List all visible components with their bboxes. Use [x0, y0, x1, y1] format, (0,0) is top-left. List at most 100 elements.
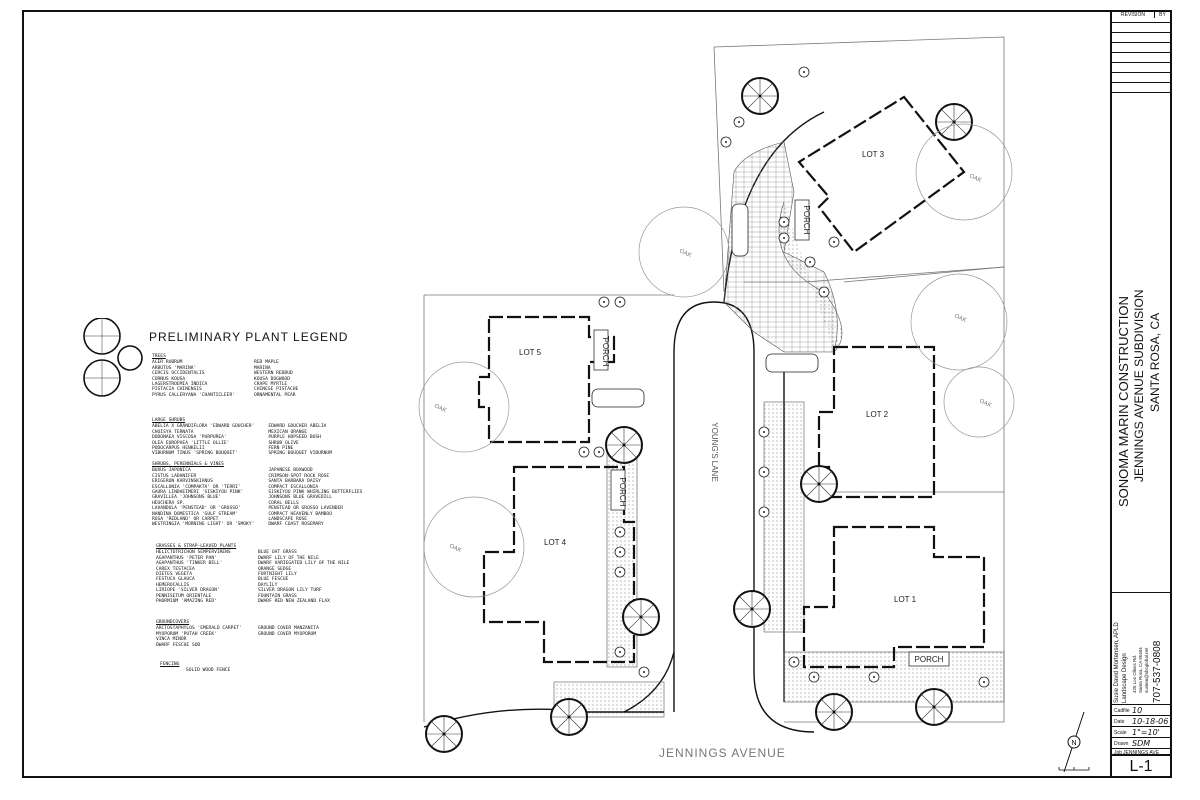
- designer-address2: Santa Rosa, CA 95404: [1138, 647, 1143, 693]
- cars: [591, 203, 819, 408]
- legend-item-common: CRIMSON-SPOT ROCK ROSE: [268, 473, 330, 479]
- info-value: JENNINGS AVE: [1123, 750, 1160, 756]
- revision-row: [1112, 62, 1170, 73]
- legend-item-botanical: CISTUS LADANIFER: [152, 473, 197, 479]
- info-label: Scale: [1114, 729, 1127, 736]
- legend-item-common: DWARF LILY OF THE NILE: [258, 555, 319, 561]
- legend-item-common: COMPACT ESCALLONIA: [268, 484, 319, 490]
- legend-item-botanical: PISTACIA CHINENSIS: [152, 387, 202, 393]
- legend-item-common: DAYLILY: [258, 582, 278, 588]
- legend-item-botanical: LAGERSTROEMIA INDICA: [152, 382, 208, 388]
- designer-address1: 425 Los Olivos Rd.: [1132, 654, 1137, 693]
- info-value: 1"=10': [1132, 728, 1160, 737]
- legend-item-common: BLUE FESCUE: [258, 577, 289, 583]
- revision-row: [1112, 52, 1170, 63]
- legend-item-common: CRAPE MYRTLE: [254, 382, 288, 388]
- lot-label-3: LOT 3: [862, 150, 885, 159]
- drawing-sheet: PORCH PORCH PORCH PORCH LOT 5 LOT 4 LOT …: [22, 10, 1172, 778]
- legend-item-botanical: CERCIS OCCIDENTALIS: [152, 371, 205, 377]
- legend-item-common: MEXICAN ORANGE: [268, 429, 308, 435]
- legend-title: PRELIMINARY PLANT LEGEND: [149, 330, 349, 344]
- info-label: Drawn: [1114, 740, 1129, 747]
- legend-item-botanical: HEMEROCALLIS: [156, 582, 190, 588]
- legend-item-common: SISKIYOU PINK WHIRLING BUTTERFLIES: [268, 490, 363, 496]
- legend-item-common: SILVER DRAGON LILY TURF: [258, 588, 322, 594]
- legend-item-botanical: PODOCARPUS HENKELII: [152, 446, 205, 452]
- legend-item-botanical: PENNISETUM ORIENTALE: [156, 593, 212, 599]
- lot-label-2: LOT 2: [866, 410, 889, 419]
- lot-label-5: LOT 5: [519, 348, 542, 357]
- legend-item-botanical: CORNUS KOUSA: [152, 376, 186, 382]
- legend-item-common: RED MAPLE: [254, 360, 279, 366]
- legend-item-botanical: OLEA EUROPAEA 'LITTLE OLLIE': [152, 440, 230, 446]
- info-label: Cadfile: [1114, 707, 1130, 714]
- legend-item-botanical: AGAPANTHUS 'TINKER BELL': [156, 561, 223, 567]
- title-block: REVISION BY SONOMA MARIN CONSTRUCTION JE…: [1110, 12, 1170, 778]
- by-header: BY: [1159, 12, 1166, 18]
- info-cadfile: Cadfile 10: [1112, 704, 1170, 716]
- legend-grasses: GRASSES & STRAP-LEAVED PLANTS HELICTOTRI…: [156, 544, 349, 604]
- legend-section-header: GROUNDCOVERS: [156, 620, 190, 625]
- revision-row: [1112, 42, 1170, 53]
- north-arrow: N: [1063, 711, 1085, 773]
- scale-bar: [1058, 767, 1090, 771]
- oak-label: OAK: [953, 313, 967, 324]
- legend-item-common: LANDSCAPE ROSE: [268, 517, 308, 523]
- legend-item-common: MARINA: [254, 365, 271, 371]
- oak-label: OAK: [678, 248, 692, 259]
- legend-item-botanical: GRAVILLEA 'JOHNSONS BLUE': [152, 495, 222, 501]
- legend-item-botanical: PYRUS CALLERYANA 'CHANTICLEER': [152, 392, 235, 398]
- legend-item-common: FOUNTAIN GRASS: [258, 593, 297, 599]
- legend-item-botanical: ESCALLONIA 'COMPAKTA' OR 'TERRI': [152, 484, 241, 490]
- legend-item-common: PENSTEAD OR GROSSO LAVENDER: [268, 506, 344, 512]
- designer-email: susiem@sbcglobal.net: [1144, 647, 1149, 693]
- legend-item-common: GROUND COVER MYOPORUM: [258, 631, 317, 637]
- designer-role: Landscape Design: [1122, 653, 1128, 703]
- revision-header: REVISION: [1112, 12, 1155, 18]
- legend-item-common: ORANGE SEDGE: [258, 566, 292, 572]
- legend-item-common: SPRING BOUQUET VIBURNUM: [268, 451, 332, 457]
- legend-section-header: LARGE SHRUBS: [152, 418, 186, 423]
- legend-item-botanical: PHORMIUM 'AMAZING RED': [156, 599, 217, 605]
- legend-item-common: EDWARD GOUCHER ABELIA: [268, 424, 327, 430]
- info-value: 10-18-06: [1132, 717, 1169, 726]
- legend-item-botanical: FESTUCA GLAUCA: [156, 577, 195, 583]
- oak-label: OAK: [968, 173, 982, 184]
- legend-tree-symbols: [83, 318, 143, 397]
- revision-row: [1112, 22, 1170, 33]
- info-job: Job JENNINGS AVE: [1112, 748, 1170, 757]
- designer-phone: 707-537-0808: [1152, 640, 1163, 703]
- legend-item-common: JAPANESE BOXWOOD: [268, 468, 313, 474]
- designer-block: Susie David Mortensen, APLD Landscape De…: [1112, 592, 1170, 705]
- legend-item-common: WESTERN REDBUD: [254, 371, 293, 377]
- legend-item-botanical: AGAPANTHUS 'PETER PAN': [156, 555, 217, 561]
- legend-item-botanical: DIETES VEGETA: [156, 572, 192, 578]
- lot-label-4: LOT 4: [544, 538, 567, 547]
- legend-item-common: DWARF VARIEGATED LILY OF THE NILE: [258, 561, 350, 567]
- legend-item-common: FORTNIGHT LILY: [258, 572, 297, 578]
- legend-item-common: CHINESE PISTACHE: [254, 387, 299, 393]
- info-drawn: Drawn SDM: [1112, 737, 1170, 749]
- legend-item-common: FERN PINE: [268, 446, 294, 452]
- legend-large-shrubs: LARGE SHRUBS ABELIA X GRANDIFLORA 'EDWAR…: [152, 418, 356, 457]
- porch-label: PORCH: [915, 655, 944, 664]
- legend-section-header: GRASSES & STRAP-LEAVED PLANTS: [156, 544, 237, 549]
- oak-label: OAK: [433, 403, 447, 414]
- legend-item-botanical: GAURA LINDHEIMERI 'SISKIYOU PINK': [152, 490, 244, 496]
- legend-item-common: KOUSA DOGWOOD: [254, 376, 290, 382]
- revision-row: [1112, 32, 1170, 43]
- existing-oak-canopies: [418, 123, 1015, 598]
- info-value: 10: [1132, 706, 1143, 715]
- legend-item-common: SANTA BARBARA DAISY: [268, 479, 321, 485]
- info-value: SDM: [1132, 739, 1151, 748]
- legend-item-botanical: ACER RUBRUM: [152, 360, 183, 366]
- legend-shrubs-perennials: SHRUBS, PERENNIALS & VINES BUXUS JAPONIC…: [152, 462, 362, 528]
- info-label: Date: [1114, 718, 1125, 725]
- revision-row: [1112, 82, 1170, 93]
- legend-item-common: JOHNSONS BLUE GRAVEDILL: [268, 495, 332, 501]
- street-label: JENNINGS AVENUE: [659, 746, 786, 760]
- house-footprints: [477, 95, 986, 669]
- legend-section-header: FENCING: [160, 662, 180, 667]
- porch-label: PORCH: [601, 338, 610, 367]
- porch-label: PORCH: [618, 478, 627, 507]
